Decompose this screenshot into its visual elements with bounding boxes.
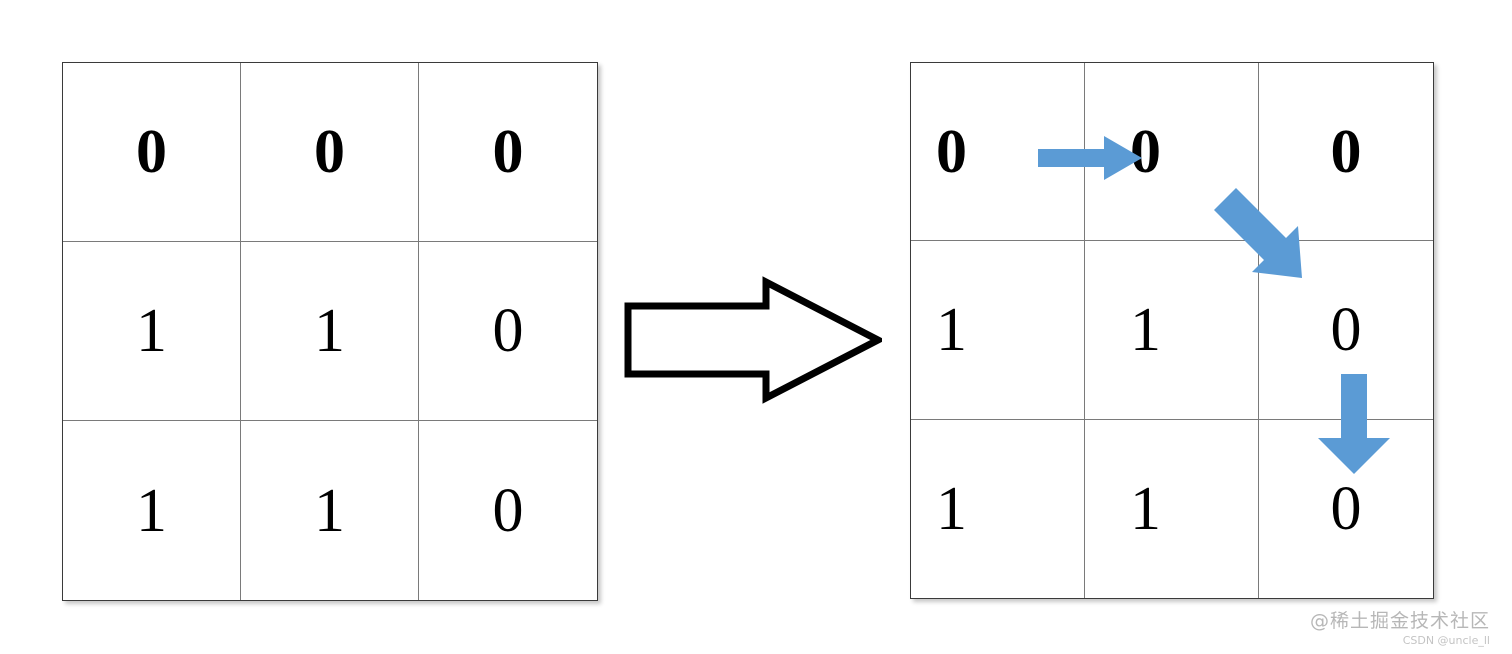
table-cell: 1 [241, 242, 419, 421]
table-cell: 0 [419, 63, 597, 242]
table-cell: 1 [1085, 241, 1259, 420]
cell-value: 1 [1130, 295, 1161, 364]
arrow-down-icon [1318, 374, 1390, 474]
watermark-sub-text: CSDN @uncle_ll [1402, 633, 1490, 647]
cell-value: 1 [136, 476, 167, 545]
table-cell: 1 [241, 421, 419, 600]
arrow-right-icon [1038, 136, 1142, 180]
cell-value: 0 [314, 118, 345, 186]
arrow-down-right-icon [1214, 188, 1302, 278]
table-cell: 0 [1259, 420, 1433, 598]
cell-value: 0 [136, 118, 167, 186]
cell-value: 1 [936, 295, 967, 364]
cell-value: 1 [1130, 474, 1161, 543]
table-cell: 1 [63, 242, 241, 421]
cell-value: 0 [492, 476, 524, 545]
input-matrix: 0 0 0 1 1 0 1 1 0 [62, 62, 598, 601]
cell-value: 0 [1330, 474, 1362, 543]
cell-value: 0 [492, 297, 524, 365]
output-matrix-with-path: 0 0 0 1 1 0 1 1 0 [910, 62, 1434, 599]
transform-arrow-icon [624, 276, 882, 404]
cell-value: 1 [314, 476, 345, 545]
watermark: @稀土掘金技术社区 CSDN @uncle_ll [1310, 610, 1490, 648]
cell-value: 0 [1330, 117, 1362, 186]
table-cell: 1 [63, 421, 241, 600]
cell-value: 0 [492, 118, 524, 186]
table-cell: 0 [419, 421, 597, 600]
table-cell: 1 [911, 419, 1085, 598]
cell-value: 1 [136, 297, 167, 365]
cell-value: 0 [1330, 295, 1362, 364]
cell-value: 0 [936, 117, 967, 186]
table-cell: 1 [911, 241, 1085, 420]
table-cell: 0 [63, 63, 241, 242]
cell-value: 1 [314, 297, 345, 365]
table-cell: 0 [241, 63, 419, 242]
table-cell: 0 [419, 242, 597, 421]
table-cell: 0 [1085, 63, 1259, 242]
table-cell: 1 [1085, 419, 1259, 598]
cell-value: 0 [1130, 117, 1161, 186]
cell-value: 1 [936, 474, 967, 543]
table-cell: 0 [1259, 63, 1433, 242]
watermark-main-text: @稀土掘金技术社区 [1309, 609, 1490, 632]
